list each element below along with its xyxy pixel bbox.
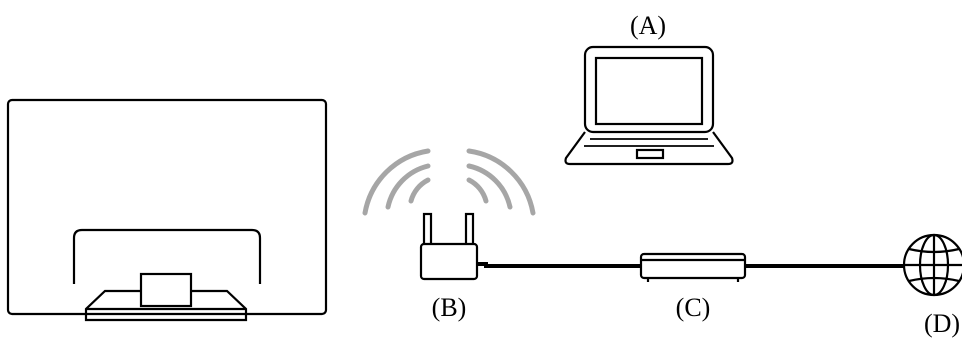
wifi-signal-icon: [362, 148, 536, 216]
network-cables: [477, 262, 912, 268]
label-modem: (C): [676, 293, 711, 322]
label-laptop: (A): [630, 11, 666, 40]
router-icon: [419, 212, 479, 281]
laptop-icon: [564, 45, 734, 166]
tv-icon: [6, 98, 328, 322]
globe-icon: [902, 233, 962, 297]
modem-icon: [639, 252, 747, 282]
label-internet: (D): [924, 309, 960, 338]
label-router: (B): [432, 293, 467, 322]
